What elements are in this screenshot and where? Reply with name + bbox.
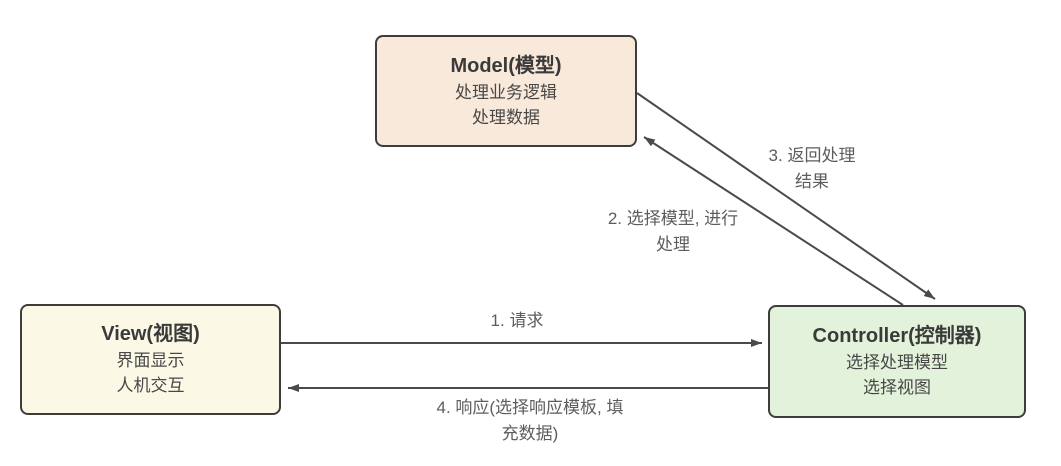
arrow-label-return-result-line-1: 3. 返回处理 — [768, 146, 856, 165]
view-node-title: View(视图) — [101, 323, 200, 346]
model-node-title: Model(模型) — [450, 54, 562, 77]
arrow-label-select-model: 2. 选择模型, 进行 处理 — [553, 206, 793, 257]
arrow-label-select-model-line-2: 处理 — [656, 234, 690, 254]
model-node-desc-1: 处理业务逻辑 — [455, 82, 557, 102]
arrow-label-request: 1. 请求 — [437, 308, 597, 334]
arrow-label-return-result: 3. 返回处理 结果 — [732, 143, 892, 194]
model-node: Model(模型) 处理业务逻辑 处理数据 — [375, 35, 637, 147]
view-node: View(视图) 界面显示 人机交互 — [20, 304, 281, 415]
arrow-label-select-model-line-1: 2. 选择模型, 进行 — [607, 209, 739, 228]
controller-node-desc-1: 选择处理模型 — [846, 353, 948, 373]
arrow-label-return-result-line-2: 结果 — [795, 171, 829, 191]
arrow-label-response-line-2: 充数据) — [501, 423, 559, 443]
arrow-label-response-line-1: 4. 响应(选择响应模板, 填 — [436, 398, 624, 417]
controller-node-title: Controller(控制器) — [812, 325, 982, 348]
controller-node: Controller(控制器) 选择处理模型 选择视图 — [768, 305, 1026, 418]
arrow-label-response: 4. 响应(选择响应模板, 填 充数据) — [380, 395, 680, 446]
controller-node-desc-2: 选择视图 — [863, 378, 931, 397]
view-node-desc-1: 界面显示 — [116, 351, 185, 371]
view-node-desc-2: 人机交互 — [116, 376, 185, 395]
arrow-label-request-line-1: 1. 请求 — [490, 311, 544, 330]
arrow-return-result — [636, 92, 936, 300]
model-node-desc-2: 处理数据 — [472, 107, 540, 127]
arrow-select-model — [643, 136, 904, 306]
